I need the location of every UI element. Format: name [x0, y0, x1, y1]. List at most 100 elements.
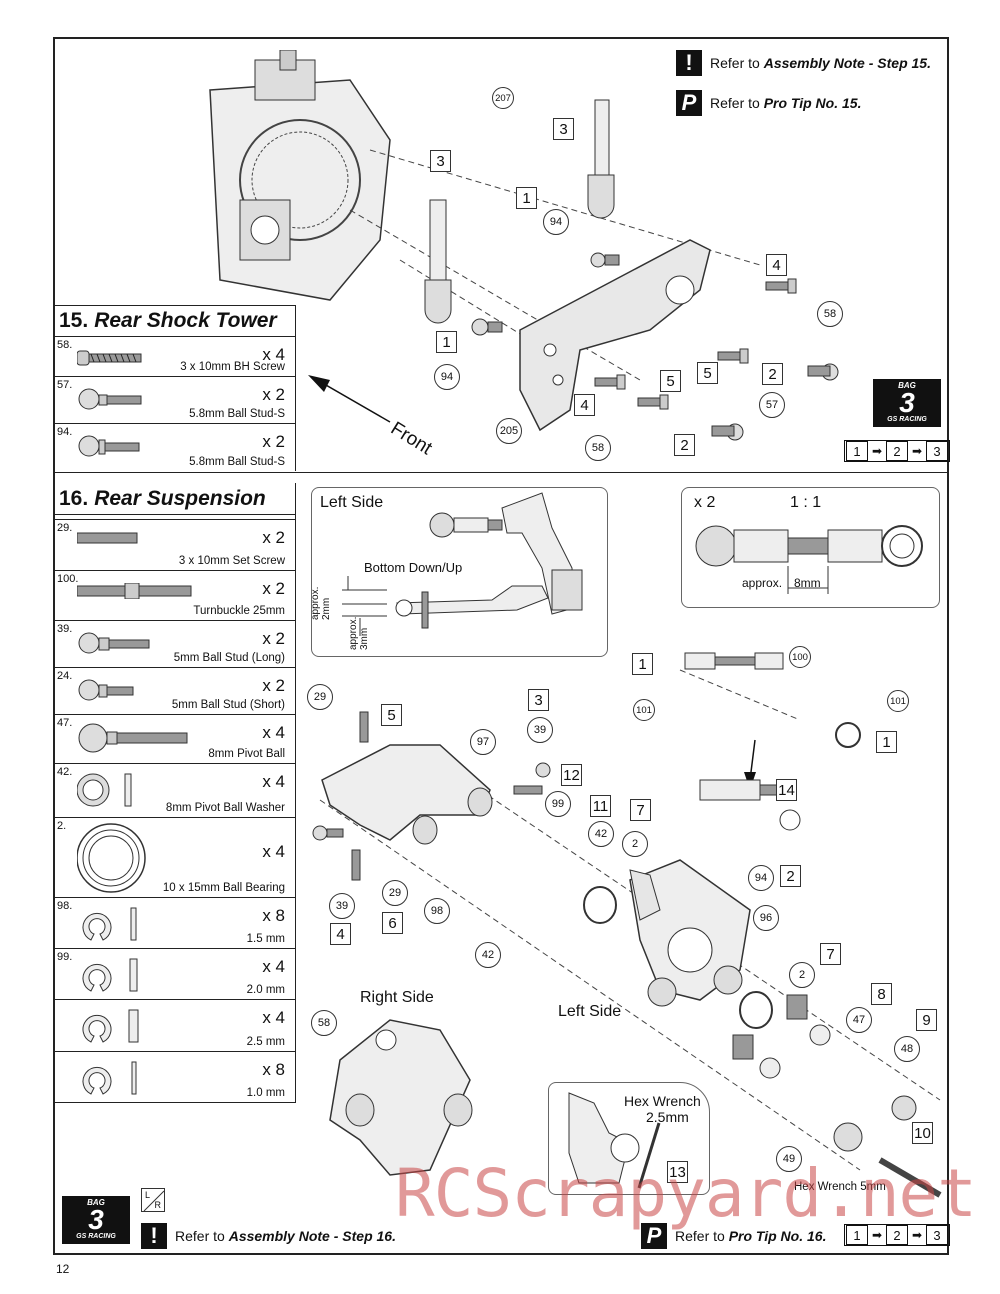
step-title-16: 16.Rear Suspension — [53, 483, 295, 515]
bag-3-badge: BAG 3 GS RACING — [873, 379, 941, 427]
parts-table-15: 15.Rear Shock Tower 58. x 4 3 x 10mm BH … — [53, 305, 296, 471]
screw-icon — [77, 350, 142, 366]
part-callout: 2 — [789, 962, 815, 988]
assembly-note-15: ! Refer to Assembly Note - Step 15. — [676, 50, 931, 76]
part-callout: 58 — [311, 1010, 337, 1036]
exclamation-icon: ! — [141, 1223, 167, 1249]
part-callout: 94 — [543, 209, 569, 235]
step-divider — [53, 472, 949, 473]
step-box: 3 — [430, 150, 451, 172]
part-row: 39. x 2 5mm Ball Stud (Long) — [53, 621, 295, 668]
step-box: 8 — [871, 983, 892, 1005]
bag-sequence: 1➡2➡3 — [844, 1224, 950, 1246]
bag-sequence: 1➡2➡3 — [844, 440, 950, 462]
part-row: 29. x 2 3 x 10mm Set Screw — [53, 519, 295, 571]
part-row: 100. x 2 Turnbuckle 25mm — [53, 571, 295, 621]
turnbuckle-ratio-panel: x 2 1 : 1 approx. 8mm — [681, 487, 940, 608]
pro-tip-icon: P — [676, 90, 702, 116]
ball-stud-icon — [78, 632, 150, 654]
step-box: 5 — [697, 362, 718, 384]
part-callout: 58 — [585, 435, 611, 461]
shim-clip-icon — [82, 1061, 137, 1095]
left-side-label: Left Side — [558, 1003, 622, 1020]
bag-3-badge: BAG 3 GS RACING — [62, 1196, 130, 1244]
pivot-ball-icon — [78, 723, 188, 753]
step-box: 9 — [916, 1009, 937, 1031]
exclamation-icon: ! — [676, 50, 702, 76]
shim-clip-icon — [82, 907, 137, 941]
step-box: 7 — [820, 943, 841, 965]
left-right-icon: L R — [141, 1188, 165, 1212]
page-frame — [53, 37, 949, 1255]
part-row: 42. x 4 8mm Pivot Ball Washer — [53, 764, 295, 818]
step-title-15: 15.Rear Shock Tower — [53, 305, 295, 337]
part-callout: 39 — [329, 893, 355, 919]
part-callout: 49 — [776, 1146, 802, 1172]
part-callout: 99 — [545, 791, 571, 817]
part-callout: 58 — [817, 301, 843, 327]
part-row: 24. x 2 5mm Ball Stud (Short) — [53, 668, 295, 715]
assembly-note-16: ! Refer to Assembly Note - Step 16. — [141, 1223, 396, 1249]
part-callout: 94 — [434, 364, 460, 390]
ball-stud-icon — [78, 679, 134, 701]
step-box: 4 — [330, 923, 351, 945]
part-callout: 100 — [789, 646, 811, 668]
part-row: 58. x 4 3 x 10mm BH Screw — [53, 337, 295, 377]
part-callout: 97 — [470, 729, 496, 755]
step-box: 4 — [574, 394, 595, 416]
part-row: 47. x 4 8mm Pivot Ball — [53, 715, 295, 764]
washer-icon — [77, 773, 132, 807]
part-row: 94. x 2 5.8mm Ball Stud-S — [57, 426, 285, 468]
watermark: RCScrapyard.net — [395, 1155, 977, 1232]
part-callout: 101 — [633, 699, 655, 721]
part-callout: 98 — [424, 898, 450, 924]
page-number: 12 — [56, 1262, 70, 1276]
step-box: 1 — [516, 187, 537, 209]
step-box: 7 — [630, 799, 651, 821]
part-callout: 205 — [496, 418, 522, 444]
step-box: 2 — [762, 363, 783, 385]
set-screw-icon — [77, 532, 138, 544]
part-callout: 29 — [382, 880, 408, 906]
part-callout: 94 — [748, 865, 774, 891]
pro-tip-icon: P — [641, 1223, 667, 1249]
ball-stud-icon — [78, 435, 140, 457]
left-side-detail-panel: Left Side Bottom Down/Up approx. 2mm app… — [310, 487, 608, 657]
right-side-label: Right Side — [360, 989, 434, 1006]
hex-wrench-5mm-label: Hex Wrench 5mm — [794, 1181, 886, 1193]
step-box: 2 — [674, 434, 695, 456]
shim-clip-icon — [82, 958, 138, 992]
arrow-right-icon: ➡ — [871, 1228, 883, 1242]
part-callout: 101 — [887, 690, 909, 712]
part-callout: 42 — [475, 942, 501, 968]
arrow-right-icon: ➡ — [911, 444, 923, 458]
turnbuckle-icon — [77, 583, 192, 599]
arrow-right-icon: ➡ — [871, 444, 883, 458]
part-row: x 4 2.5 mm — [53, 1000, 295, 1052]
rear-shock-tower-illustration — [209, 50, 839, 441]
shim-clip-icon — [82, 1009, 139, 1043]
part-callout: 2 — [622, 831, 648, 857]
part-row: 98. x 8 1.5 mm — [53, 898, 295, 949]
ball-bearing-icon — [77, 823, 146, 893]
pro-tip-16: P Refer to Pro Tip No. 16. — [641, 1223, 826, 1249]
step-box: 5 — [660, 370, 681, 392]
rear-suspension-illustration — [312, 652, 942, 1198]
step-box: 3 — [553, 118, 574, 140]
step-box: 12 — [561, 764, 582, 786]
step-box: 11 — [590, 795, 611, 817]
part-callout: 57 — [759, 392, 785, 418]
arrow-right-icon: ➡ — [911, 1228, 923, 1242]
step-box: 1 — [632, 653, 653, 675]
part-callout: 29 — [307, 684, 333, 710]
part-row: x 8 1.0 mm — [53, 1052, 295, 1103]
step-box: 10 — [912, 1122, 933, 1144]
part-row: 2. x 4 10 x 15mm Ball Bearing — [53, 818, 295, 898]
part-row: 57. x 2 5.8mm Ball Stud-S — [53, 377, 295, 424]
part-callout: 47 — [846, 1007, 872, 1033]
step-box: 1 — [436, 331, 457, 353]
parts-table-16: 16.Rear Suspension 29. x 2 3 x 10mm Set … — [53, 483, 296, 1103]
hex-wrench-detail-panel: Hex Wrench 2.5mm — [548, 1082, 710, 1195]
step-box: 14 — [776, 779, 797, 801]
step-box: 13 — [667, 1161, 688, 1183]
